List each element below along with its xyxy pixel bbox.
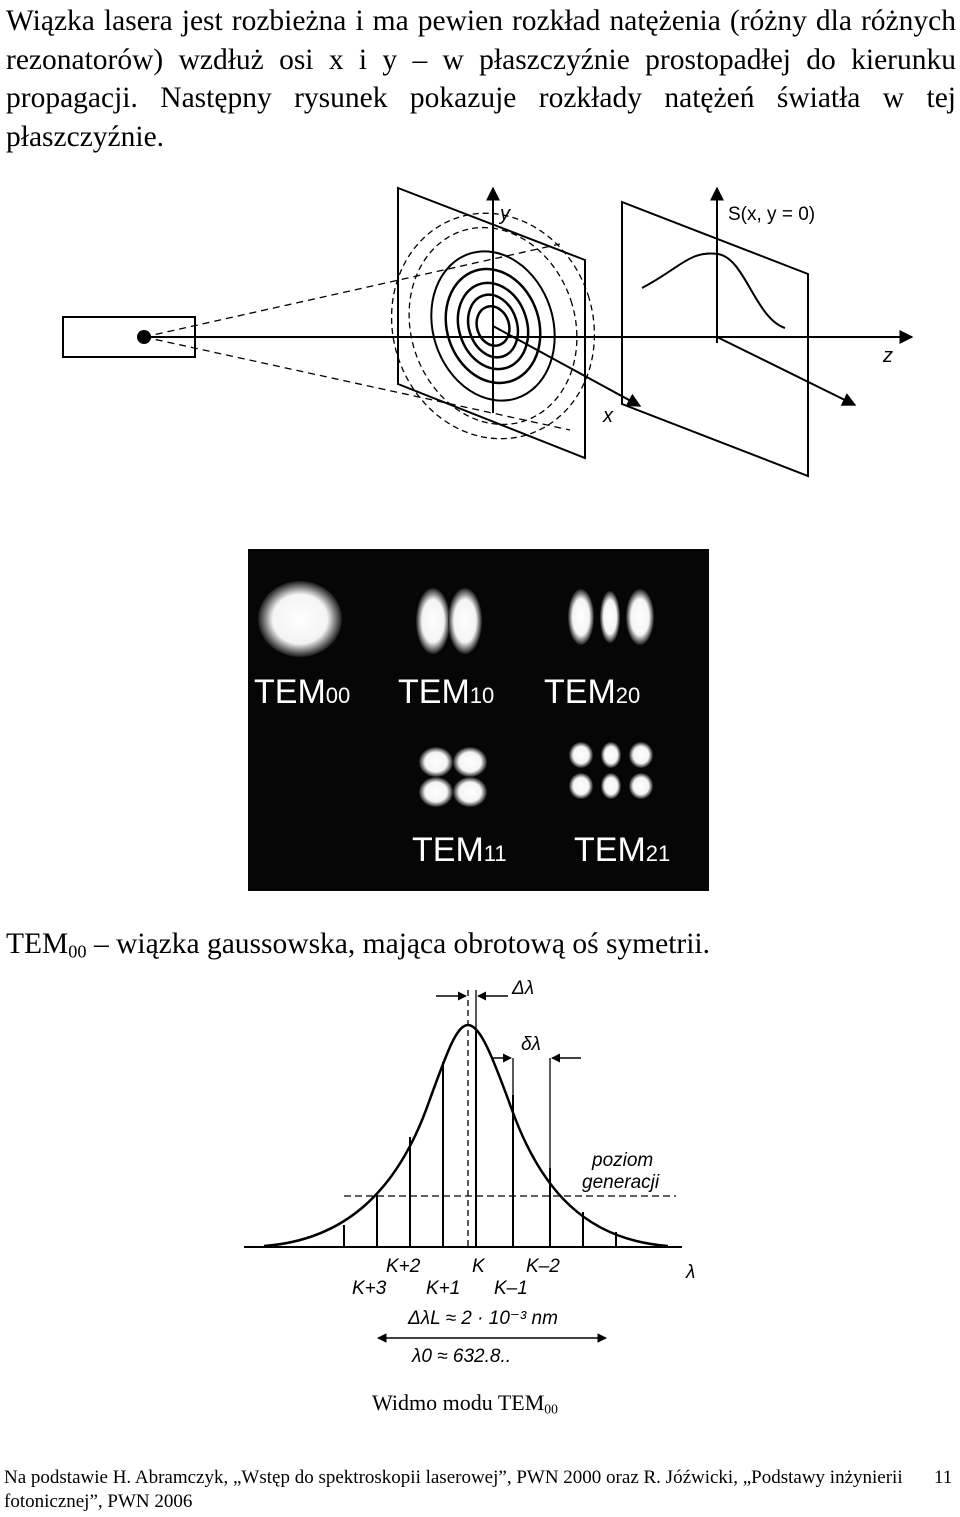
tem00-label: TEM00 [254, 673, 350, 711]
delta-lambda-label: Δλ [511, 978, 534, 999]
tem20-label: TEM20 [544, 673, 640, 711]
spectrum-caption: Widmo modu TEM00 [372, 1390, 558, 1417]
center-wavelength-formula: λ0 ≈ 632.8.. [411, 1346, 511, 1367]
mode-label-k-minus-2: K–2 [526, 1256, 560, 1277]
generation-level-label-2: generacji [582, 1172, 660, 1193]
footer-source: Na podstawie H. Abramczyk, „Wstęp do spe… [4, 1467, 903, 1512]
mode-spectrum-figure: Δλ δλ poziom generacji λ K+2 K K–2 K+3 K… [244, 978, 695, 1367]
mode-label-k-minus-1: K–1 [494, 1278, 528, 1299]
mode-label-k-plus-3: K+3 [352, 1278, 387, 1299]
page-number: 11 [934, 1467, 953, 1488]
tem00-caption: TEM00 – wiązka gaussowska, mająca obroto… [6, 928, 710, 962]
spacing-formula: ΔλL ≈ 2 · 10⁻³ nm [407, 1308, 558, 1329]
lambda-axis-label: λ [685, 1262, 695, 1283]
mode-label-k-plus-1: K+1 [426, 1278, 460, 1299]
x-axis-2 [716, 336, 857, 406]
x-axis [492, 325, 642, 407]
profile-label: S(x, y = 0) [728, 204, 815, 225]
tem21-label: TEM21 [574, 831, 670, 869]
z-axis-label: z [882, 345, 893, 367]
small-delta-lambda-label: δλ [521, 1034, 541, 1055]
generation-level-label-1: poziom [591, 1150, 653, 1171]
intro-paragraph: Wiązka lasera jest rozbieżna i ma pewien… [6, 5, 956, 153]
tem10-label: TEM10 [398, 673, 494, 711]
tem-modes-photo: TEM00 TEM10 TEM20 TEM11 TEM21 [248, 549, 709, 891]
tem11-label: TEM11 [412, 831, 507, 869]
beam-geometry-figure: y x z S(x, y = 0) [62, 186, 914, 478]
profile-plane [621, 200, 809, 478]
x-axis-label: x [602, 405, 614, 427]
mode-label-k-plus-2: K+2 [386, 1256, 421, 1277]
gain-curve [263, 1023, 669, 1248]
gaussian-profile-curve [641, 252, 786, 329]
intensity-plane [397, 186, 586, 460]
mode-label-k: K [472, 1256, 486, 1277]
y-axis-label: y [498, 203, 511, 225]
tem-modes-drawing: TEM00 TEM10 TEM20 TEM11 TEM21 [254, 581, 670, 869]
tem00-spot [258, 581, 342, 657]
